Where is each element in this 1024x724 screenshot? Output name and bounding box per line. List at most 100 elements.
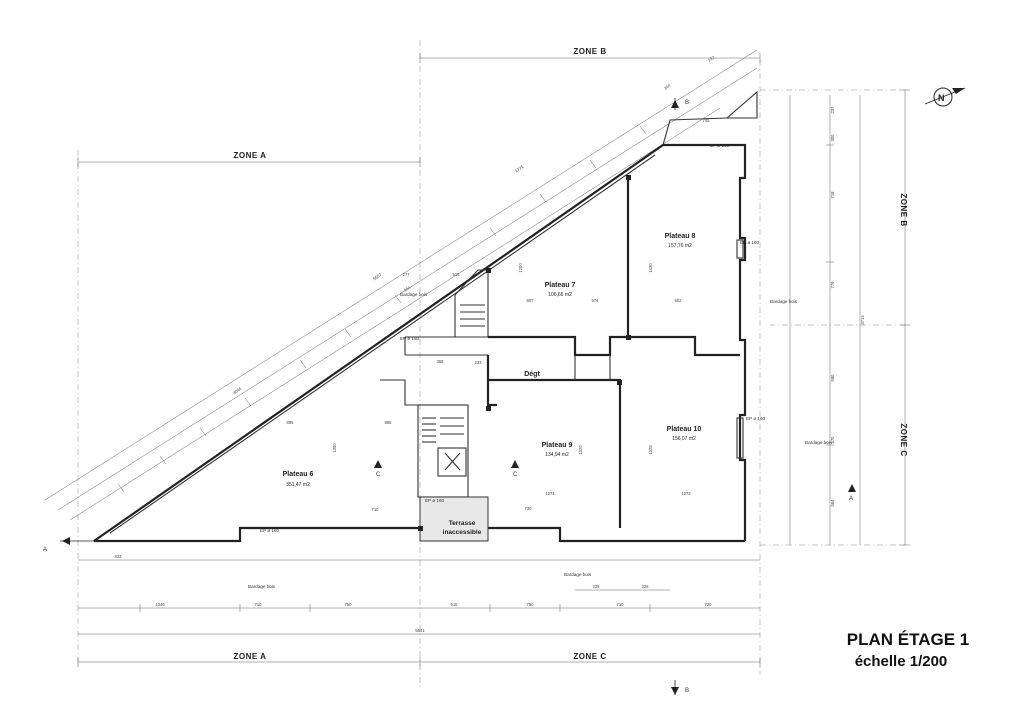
bardage-label-1: Bardage bois bbox=[400, 292, 428, 297]
plateau-8-area: 157,76 m2 bbox=[668, 243, 692, 249]
dim-b11: 325 bbox=[642, 584, 650, 589]
section-a-left-arrow bbox=[62, 537, 70, 545]
section-c-left: C bbox=[376, 472, 381, 478]
dim-r5: 3714 bbox=[860, 315, 865, 325]
zone-a-bottom-label: ZONE A bbox=[234, 652, 267, 661]
zone-b-top-label: ZONE B bbox=[573, 47, 606, 56]
dim-b2: 1346 bbox=[155, 602, 165, 607]
dim-b6: 750 bbox=[527, 602, 535, 607]
title-block: PLAN ÉTAGE 1 échelle 1/200 bbox=[847, 630, 969, 670]
terrasse-line2: inaccessible bbox=[443, 529, 482, 536]
dim-d15: 1071 bbox=[545, 491, 555, 496]
north-letter: N bbox=[938, 93, 945, 103]
dim-b5: 515 bbox=[451, 602, 459, 607]
section-c-left-arrow bbox=[374, 460, 382, 468]
section-b-bottom: B bbox=[685, 688, 689, 694]
plateau-6-area: 351,47 m2 bbox=[286, 482, 310, 488]
section-b-top: B bbox=[685, 100, 689, 106]
ep-label-1: EP ø 160 bbox=[710, 143, 730, 148]
dim-d19: 233 bbox=[475, 360, 483, 365]
dim-b1: 823 bbox=[115, 554, 123, 559]
section-markers: A A B B C C bbox=[43, 98, 856, 695]
dim-r2: 300 bbox=[830, 134, 835, 142]
room-labels: Plateau 6 351,47 m2 Plateau 7 106,66 m2 … bbox=[283, 233, 702, 536]
dim-d18: 730 bbox=[525, 506, 533, 511]
dim-d5: 954 bbox=[403, 284, 412, 292]
dim-b4: 750 bbox=[345, 602, 353, 607]
zone-labels: ZONE A ZONE B ZONE A ZONE C ZONE B ZONE … bbox=[234, 47, 908, 661]
dim-r3: 718 bbox=[830, 191, 835, 199]
ep-label-6: EP ø 160 bbox=[400, 336, 420, 341]
plateau-10-area: 156,07 m2 bbox=[672, 436, 696, 442]
dim-d23: 1328 bbox=[648, 445, 653, 455]
degt-label: Dégt bbox=[524, 371, 540, 378]
dim-r6: 680 bbox=[830, 374, 835, 382]
plateau-7-area: 106,66 m2 bbox=[548, 292, 572, 298]
dim-d11: 515 bbox=[453, 272, 461, 277]
plateau-10-name: Plateau 10 bbox=[667, 426, 702, 433]
dim-r7: 570 bbox=[830, 436, 835, 444]
section-a-right-arrow bbox=[848, 484, 856, 492]
dim-d24: 1320 bbox=[578, 445, 583, 455]
dim-d22: 1430 bbox=[648, 263, 653, 273]
dim-d1: 5657 bbox=[372, 272, 383, 282]
plateau-8-name: Plateau 8 bbox=[665, 233, 696, 240]
annotations: Bardage bois Bardage bois Bardage bois B… bbox=[248, 143, 833, 589]
terrasse-line1: Terrasse bbox=[449, 520, 476, 527]
bardage-label-5: Bardage bois bbox=[770, 299, 798, 304]
dim-d9: 885 bbox=[385, 420, 393, 425]
dim-b8: 720 bbox=[705, 602, 713, 607]
dim-d13: 574 bbox=[592, 298, 600, 303]
dim-d25: 1350 bbox=[332, 443, 337, 453]
dim-d16: 1072 bbox=[681, 491, 691, 496]
ep-label-3: EP ø 160 bbox=[746, 416, 766, 421]
zone-a-top-label: ZONE A bbox=[234, 151, 267, 160]
dim-r4: 779 bbox=[830, 281, 835, 289]
dim-d2: 1771 bbox=[514, 164, 525, 174]
north-arrow-icon: N bbox=[924, 87, 966, 107]
section-c-mid: C bbox=[513, 472, 518, 478]
bardage-label-2: Bardage bois bbox=[248, 584, 276, 589]
facade-ticks bbox=[117, 125, 647, 493]
plateau-9-area: 134,94 m2 bbox=[545, 452, 569, 458]
dim-d20: 369 bbox=[437, 359, 445, 364]
dim-r1: 237 bbox=[830, 106, 835, 114]
plan-scale: échelle 1/200 bbox=[855, 653, 948, 670]
dimension-values: 823 1346 710 750 515 750 710 720 5531 32… bbox=[115, 54, 866, 633]
stair-top-treads bbox=[460, 304, 485, 327]
stair-treads bbox=[422, 417, 464, 443]
dim-b9: 5531 bbox=[415, 628, 425, 633]
dim-d12: 807 bbox=[527, 298, 535, 303]
zone-c-right-label: ZONE C bbox=[899, 423, 908, 456]
section-c-mid-arrow bbox=[511, 460, 519, 468]
dim-d4: 297 bbox=[707, 54, 716, 62]
dim-d17: 710 bbox=[372, 507, 380, 512]
interior-walls bbox=[380, 175, 744, 542]
section-b-top-arrow bbox=[671, 100, 679, 108]
section-a-right: A bbox=[849, 496, 853, 502]
zone-dimension-lines bbox=[44, 49, 910, 667]
dim-d6: 3046 bbox=[232, 386, 243, 396]
building-outline bbox=[93, 90, 758, 543]
zone-b-right-label: ZONE B bbox=[899, 193, 908, 226]
dim-b7: 710 bbox=[617, 602, 625, 607]
plan-title: PLAN ÉTAGE 1 bbox=[847, 630, 969, 649]
dim-d3: 344 bbox=[663, 82, 672, 90]
dim-b3: 710 bbox=[255, 602, 263, 607]
plateau-7-name: Plateau 7 bbox=[545, 282, 576, 289]
plateau-9-name: Plateau 9 bbox=[542, 442, 573, 449]
ep-label-2: EP ø 160 bbox=[740, 240, 760, 245]
ep-label-5: EP ø 160 bbox=[260, 528, 280, 533]
dim-b10: 325 bbox=[593, 584, 601, 589]
bardage-label-3: Bardage bois bbox=[564, 572, 592, 577]
dim-d14: 502 bbox=[675, 298, 683, 303]
dim-d8: 895 bbox=[287, 420, 295, 425]
dim-d21: 1200 bbox=[518, 263, 523, 273]
bardage-label-4: Bardage bois bbox=[805, 440, 833, 445]
ep-label-4: EP ø 160 bbox=[425, 498, 445, 503]
zone-grid-lines bbox=[77, 40, 905, 690]
dim-r8: 564 bbox=[830, 499, 835, 507]
dim-d7: 745 bbox=[703, 118, 711, 123]
section-b-bottom-arrow bbox=[671, 687, 679, 695]
